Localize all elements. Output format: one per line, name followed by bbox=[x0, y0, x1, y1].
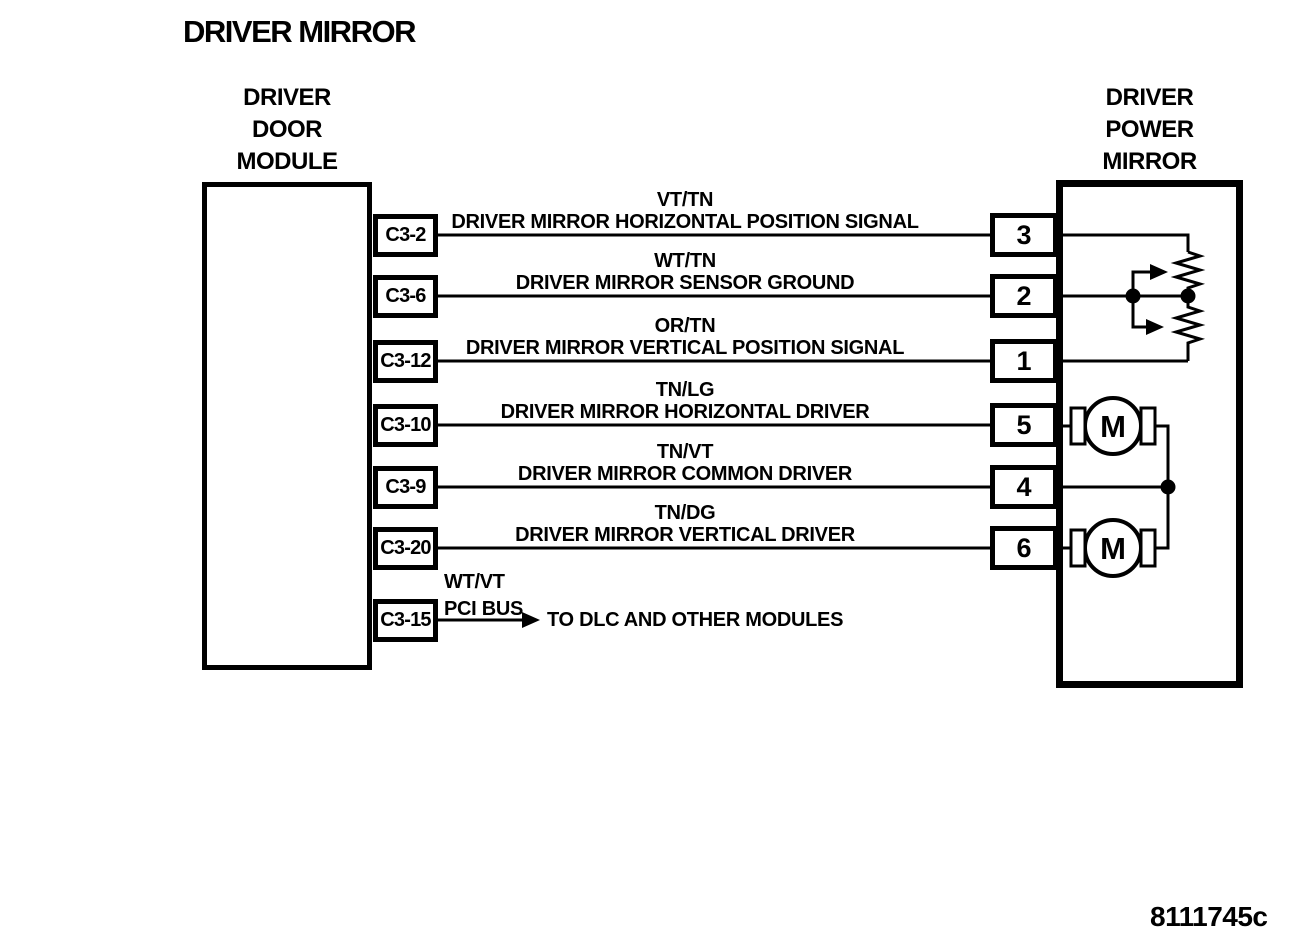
wiper-arrow-icon bbox=[1146, 319, 1164, 335]
connector-pin-left: C3-6 bbox=[373, 275, 438, 318]
wire-color-code: WT/TN bbox=[654, 250, 716, 272]
diagram-code: 8111745c bbox=[1150, 901, 1268, 932]
wiper-branch-line bbox=[1131, 296, 1146, 329]
wiper-arrow-icon bbox=[1150, 264, 1168, 280]
wire-label-group: VT/TN DRIVER MIRROR HORIZONTAL POSITION … bbox=[438, 189, 932, 233]
resistor-icon bbox=[1170, 250, 1206, 296]
connector-pin-left: C3-9 bbox=[373, 466, 438, 509]
wire-color-code: VT/TN bbox=[656, 189, 714, 211]
wire-label-group: TN/VT DRIVER MIRROR COMMON DRIVER bbox=[438, 441, 932, 485]
connector-pin-right: 3 bbox=[990, 213, 1058, 257]
connector-pin-right: 2 bbox=[990, 274, 1058, 318]
left-module-label-line: MODULE bbox=[236, 148, 339, 175]
wire-label-group: TN/DG DRIVER MIRROR VERTICAL DRIVER bbox=[438, 502, 932, 546]
left-module-label-line: DOOR bbox=[252, 116, 323, 143]
right-module-label-line: POWER bbox=[1105, 116, 1194, 143]
bus-destination: TO DLC AND OTHER MODULES bbox=[547, 609, 844, 631]
wire-label-group: TN/LG DRIVER MIRROR HORIZONTAL DRIVER bbox=[438, 379, 932, 423]
page-title: DRIVER MIRROR bbox=[183, 14, 416, 49]
wire-line bbox=[1058, 233, 1190, 252]
wire-label-group: WT/TN DRIVER MIRROR SENSOR GROUND bbox=[438, 250, 932, 294]
connector-pin-right: 6 bbox=[990, 526, 1058, 570]
pci-arrow-icon bbox=[522, 612, 540, 628]
junction-dot bbox=[1160, 479, 1176, 495]
wire-signal-name: DRIVER MIRROR COMMON DRIVER bbox=[517, 463, 853, 485]
motor-letter: M bbox=[1100, 531, 1126, 566]
connector-pin-right: 5 bbox=[990, 403, 1058, 447]
wire-label-group: OR/TN DRIVER MIRROR VERTICAL POSITION SI… bbox=[438, 315, 932, 359]
connector-pin-left: C3-10 bbox=[373, 404, 438, 447]
junction-dot bbox=[1125, 288, 1141, 304]
wire-signal-name: DRIVER MIRROR VERTICAL DRIVER bbox=[515, 524, 855, 546]
junction-dot bbox=[1180, 288, 1196, 304]
left-module-label-line: DRIVER bbox=[243, 84, 331, 111]
wiper-branch-line bbox=[1131, 270, 1150, 296]
connector-pin-left: C3-20 bbox=[373, 527, 438, 570]
right-module-label-line: DRIVER bbox=[1105, 84, 1194, 111]
wire-signal-name: DRIVER MIRROR HORIZONTAL POSITION SIGNAL bbox=[451, 211, 919, 233]
driver-door-module-box bbox=[202, 182, 372, 670]
wire-signal-name: DRIVER MIRROR HORIZONTAL DRIVER bbox=[500, 401, 870, 423]
wire-signal-name: DRIVER MIRROR SENSOR GROUND bbox=[515, 272, 855, 294]
wire-signal-name: DRIVER MIRROR VERTICAL POSITION SIGNAL bbox=[465, 337, 905, 359]
bus-name: PCI BUS bbox=[444, 598, 524, 620]
connector-pin-right: 4 bbox=[990, 465, 1058, 509]
motor-letter: M bbox=[1100, 409, 1126, 444]
right-module-label: DRIVER POWER MIRROR bbox=[1056, 82, 1243, 178]
wire-color-code: TN/DG bbox=[654, 502, 716, 524]
wire-color-code: TN/LG bbox=[655, 379, 715, 401]
bus-wire-color-code: WT/VT bbox=[444, 571, 505, 593]
right-module-label-line: MIRROR bbox=[1102, 148, 1197, 175]
connector-pin-left: C3-2 bbox=[373, 214, 438, 257]
connector-pin-left: C3-15 bbox=[373, 599, 438, 642]
connector-pin-left: C3-12 bbox=[373, 340, 438, 383]
motor-icon: M bbox=[1069, 396, 1157, 456]
wire-color-code: OR/TN bbox=[654, 315, 716, 337]
resistor-icon bbox=[1170, 303, 1206, 361]
bus-label-group: WT/VT PCI BUS bbox=[444, 569, 523, 623]
left-module-label: DRIVER DOOR MODULE bbox=[202, 82, 372, 178]
connector-pin-right: 1 bbox=[990, 339, 1058, 383]
wire-color-code: TN/VT bbox=[656, 441, 714, 463]
motor-icon: M bbox=[1069, 518, 1157, 578]
